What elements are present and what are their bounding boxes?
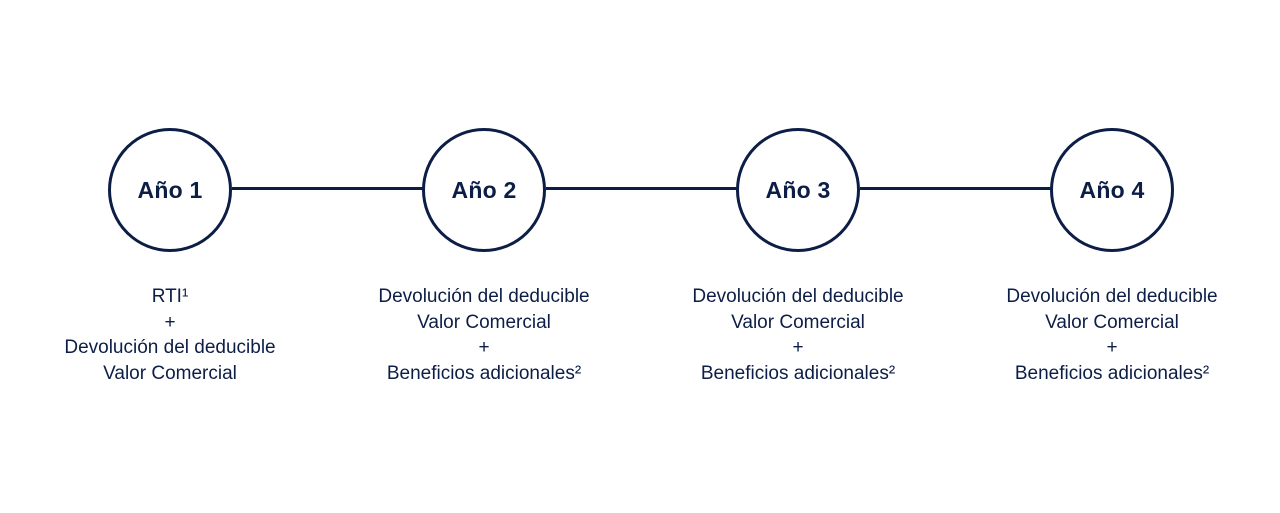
- description-line: +: [792, 337, 804, 358]
- step-description-4: Devolución del deducible Valor Comercial…: [962, 284, 1262, 386]
- description-line: Devolución del deducible: [64, 337, 276, 358]
- connector-line-2-3: [546, 187, 739, 190]
- description-line: Devolución del deducible: [1006, 286, 1218, 307]
- step-description-3: Devolución del deducible Valor Comercial…: [648, 284, 948, 386]
- description-line: Valor Comercial: [731, 311, 865, 333]
- step-circle-4: Año 4: [1050, 128, 1174, 252]
- description-line: +: [478, 337, 490, 358]
- connector-line-1-2: [232, 187, 425, 190]
- step-label: Año 2: [451, 176, 517, 203]
- step-description-1: RTI¹ + Devolución del deducible Valor Co…: [20, 284, 320, 386]
- connector-line-3-4: [860, 187, 1053, 190]
- description-line: Devolución del deducible: [692, 286, 904, 307]
- step-description-2: Devolución del deducible Valor Comercial…: [334, 284, 634, 386]
- step-circle-2: Año 2: [422, 128, 546, 252]
- step-label: Año 4: [1079, 176, 1145, 203]
- step-circle-3: Año 3: [736, 128, 860, 252]
- description-line: +: [164, 311, 176, 333]
- description-line: RTI¹: [151, 286, 189, 307]
- description-line: Beneficios adicionales²: [1014, 362, 1210, 384]
- description-line: Valor Comercial: [1045, 311, 1179, 333]
- description-line: Beneficios adicionales²: [386, 362, 582, 384]
- step-circle-1: Año 1: [108, 128, 232, 252]
- description-line: Valor Comercial: [103, 362, 237, 384]
- description-line: Beneficios adicionales²: [700, 362, 896, 384]
- step-label: Año 1: [137, 176, 203, 203]
- step-label: Año 3: [765, 176, 831, 203]
- description-line: +: [1106, 337, 1118, 358]
- description-line: Devolución del deducible: [378, 286, 590, 307]
- description-line: Valor Comercial: [417, 311, 551, 333]
